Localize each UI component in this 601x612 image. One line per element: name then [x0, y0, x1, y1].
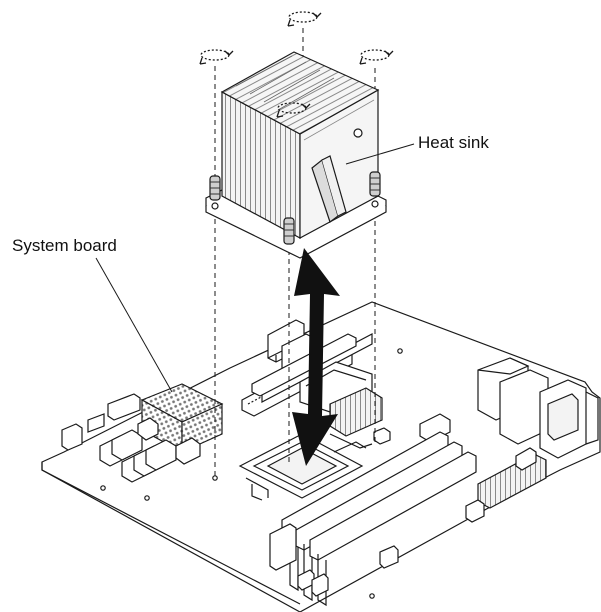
mounting-hole [212, 475, 218, 481]
heat-sink-label: Heat sink [418, 133, 489, 152]
spring-screw [369, 171, 381, 197]
mounting-hole [369, 593, 375, 599]
mounting-hole [144, 495, 150, 501]
system-board-label: System board [12, 236, 117, 255]
system-board [41, 301, 601, 612]
spring-screw [209, 175, 221, 201]
rotation-arrow-icon [199, 49, 234, 65]
rotation-arrow-icon [359, 49, 394, 65]
leader-lines [95, 143, 415, 393]
mounting-hole [397, 348, 403, 354]
left-connectors [61, 393, 201, 483]
power-connector [379, 447, 547, 569]
sas-connector [329, 387, 451, 445]
mounting-hole [100, 485, 106, 491]
rotation-arrow-icon [287, 11, 322, 27]
heat-sink [205, 51, 387, 259]
rotation-arrow-icon [276, 102, 311, 118]
cpu-socket [238, 433, 373, 501]
spring-screw [283, 217, 295, 245]
rear-io-ports [477, 357, 599, 459]
dimm-slots [269, 431, 477, 607]
double-arrow-icon [292, 248, 340, 466]
